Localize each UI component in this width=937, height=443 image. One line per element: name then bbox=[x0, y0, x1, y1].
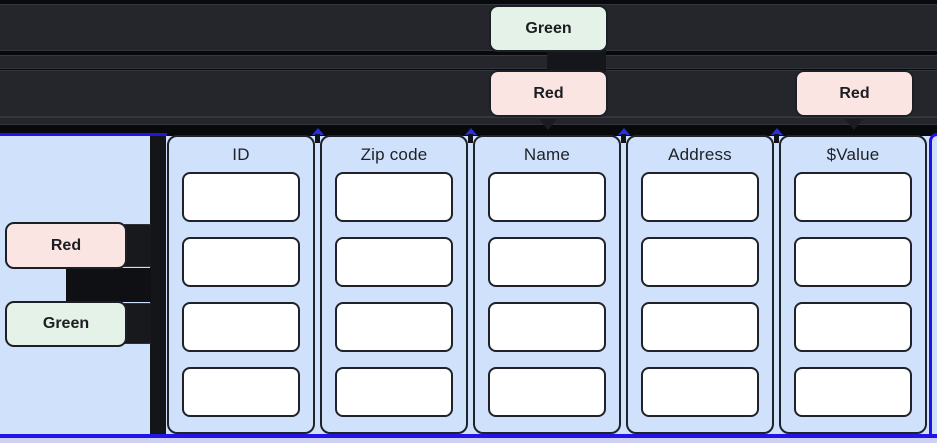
timeline-band-1 bbox=[0, 4, 937, 51]
arrow-down-icon bbox=[539, 119, 557, 130]
table-cell[interactable] bbox=[641, 172, 759, 222]
node-red-top-right[interactable]: Red bbox=[795, 70, 914, 117]
caret-stem bbox=[468, 134, 473, 143]
node-green-side[interactable]: Green bbox=[5, 301, 127, 347]
table-cell[interactable] bbox=[335, 302, 453, 352]
timeline-band-4 bbox=[0, 117, 937, 125]
column-header: ID bbox=[232, 144, 250, 164]
caret-stem bbox=[621, 134, 626, 143]
table-cell[interactable] bbox=[488, 237, 606, 287]
table-cell[interactable] bbox=[182, 172, 300, 222]
node-label: Red bbox=[50, 236, 82, 254]
caret-up-icon bbox=[617, 128, 630, 135]
table-column-name[interactable]: Name bbox=[473, 135, 621, 434]
node-label: Green bbox=[42, 315, 90, 332]
caret-up-icon bbox=[311, 128, 324, 135]
table-cell[interactable] bbox=[794, 172, 912, 222]
column-header: Zip code bbox=[360, 144, 428, 164]
table-cell[interactable] bbox=[641, 367, 759, 417]
table-cell[interactable] bbox=[488, 302, 606, 352]
table-cell[interactable] bbox=[641, 237, 759, 287]
node-label: Green bbox=[525, 19, 572, 37]
node-label: Red bbox=[533, 84, 564, 102]
table-cell[interactable] bbox=[488, 367, 606, 417]
node-red-top-left[interactable]: Red bbox=[489, 70, 608, 117]
table-cell[interactable] bbox=[335, 367, 453, 417]
connector-side-bridge bbox=[66, 268, 151, 302]
table-column-address[interactable]: Address bbox=[626, 135, 774, 434]
container-top-border bbox=[0, 133, 167, 136]
connector-side-red-tail bbox=[124, 224, 151, 267]
table-cell[interactable] bbox=[794, 367, 912, 417]
table-cell[interactable] bbox=[182, 367, 300, 417]
table-cell[interactable] bbox=[794, 302, 912, 352]
table-cell[interactable] bbox=[488, 172, 606, 222]
table-cell[interactable] bbox=[335, 237, 453, 287]
adjacent-container-edge[interactable] bbox=[929, 133, 937, 435]
column-header: $Value bbox=[826, 144, 880, 164]
table-cell[interactable] bbox=[182, 302, 300, 352]
connector-green-to-red bbox=[547, 50, 606, 72]
table-cell[interactable] bbox=[335, 172, 453, 222]
connector-side-green-tail bbox=[124, 303, 151, 344]
table-column--value[interactable]: $Value bbox=[779, 135, 927, 434]
table-cell[interactable] bbox=[794, 237, 912, 287]
timeline-band-3 bbox=[0, 70, 937, 117]
container-bottom-border bbox=[0, 434, 937, 438]
arrow-down-icon bbox=[845, 119, 863, 130]
background-object-strip bbox=[0, 438, 937, 443]
connector-vertical-strip bbox=[150, 136, 166, 434]
caret-stem bbox=[315, 134, 320, 143]
caret-up-icon bbox=[464, 128, 477, 135]
node-label: Red bbox=[839, 84, 870, 102]
node-red-side[interactable]: Red bbox=[5, 222, 127, 269]
caret-stem bbox=[774, 134, 779, 143]
table-column-id[interactable]: ID bbox=[167, 135, 315, 434]
timeline-band-2 bbox=[0, 55, 937, 69]
caret-up-icon bbox=[770, 128, 783, 135]
node-green-top[interactable]: Green bbox=[489, 5, 608, 52]
table-column-zip-code[interactable]: Zip code bbox=[320, 135, 468, 434]
table-cell[interactable] bbox=[641, 302, 759, 352]
column-header: Address bbox=[668, 144, 732, 164]
table-cell[interactable] bbox=[182, 237, 300, 287]
column-header: Name bbox=[523, 144, 571, 164]
